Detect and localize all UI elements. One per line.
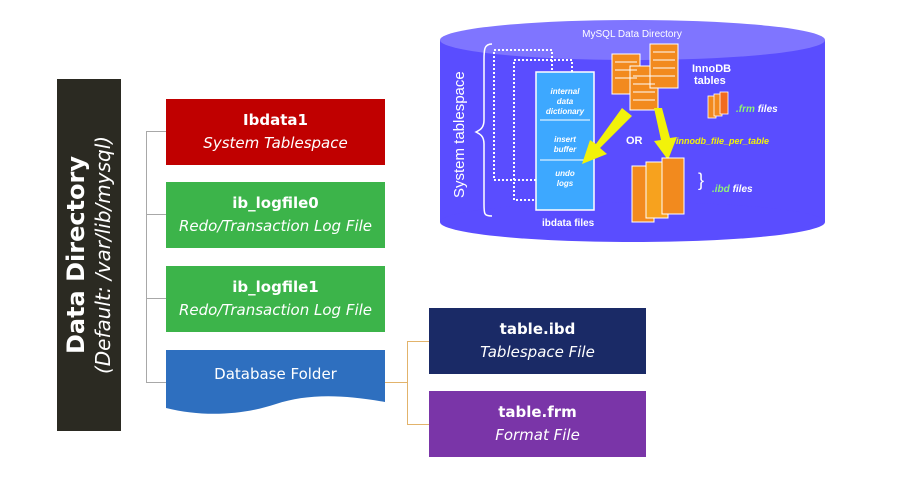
innodb-table-docs bbox=[611, 43, 679, 111]
diagram-title: MySQL Data Directory bbox=[582, 29, 682, 40]
frm-files-label: .frm files bbox=[736, 104, 778, 115]
table-ibd-desc: Tablespace File bbox=[480, 343, 595, 361]
frm-file-icons bbox=[707, 91, 729, 119]
ibd-word: files bbox=[733, 184, 753, 195]
ibdata-item-3: dictionary bbox=[546, 107, 585, 116]
tree-trunk-line bbox=[146, 131, 147, 383]
arrow-to-ibdata bbox=[582, 108, 632, 164]
ibd-ext: .ibd bbox=[712, 184, 731, 195]
banner-title: Data Directory bbox=[62, 155, 90, 355]
mysql-data-directory-diagram: MySQL Data Directory System tablespace i… bbox=[440, 20, 825, 242]
ib-logfile1-desc: Redo/Transaction Log File bbox=[178, 301, 373, 319]
branch-line-log1 bbox=[146, 298, 166, 299]
branch-line-folder bbox=[146, 382, 166, 383]
database-folder-label: Database Folder bbox=[214, 365, 337, 383]
tablespace-brace bbox=[474, 43, 493, 217]
ibd-files-label: .ibd files bbox=[712, 184, 753, 195]
ibdata-item-7: logs bbox=[557, 179, 574, 188]
ibdata1-box: Ibdata1 System Tablespace bbox=[166, 99, 385, 165]
ibdata1-name: Ibdata1 bbox=[243, 111, 308, 129]
branch-line-log0 bbox=[146, 214, 166, 215]
ib-logfile0-box: ib_logfile0 Redo/Transaction Log File bbox=[166, 182, 385, 248]
table-frm-box: table.frm Format File bbox=[429, 391, 646, 457]
folder-connector-line bbox=[385, 382, 407, 383]
database-folder-shape bbox=[166, 350, 385, 414]
file-per-table-label: innodb_file_per_table bbox=[676, 136, 769, 146]
ibdata-item-4: insert bbox=[554, 135, 576, 144]
or-label: OR bbox=[626, 135, 643, 147]
ibdata-item-6: undo bbox=[555, 169, 575, 178]
data-directory-banner: Data Directory (Default: /var/lib/mysql) bbox=[57, 79, 121, 431]
ib-logfile0-name: ib_logfile0 bbox=[232, 194, 319, 212]
banner-subtitle: (Default: /var/lib/mysql) bbox=[91, 135, 115, 375]
frm-word: files bbox=[758, 104, 778, 115]
table-ibd-box: table.ibd Tablespace File bbox=[429, 308, 646, 374]
ibdata-page-front bbox=[535, 71, 595, 211]
ib-logfile1-box: ib_logfile1 Redo/Transaction Log File bbox=[166, 266, 385, 332]
system-tablespace-label: System tablespace bbox=[451, 71, 468, 198]
innodb-label: InnoDB bbox=[692, 63, 731, 75]
ibdata-item-1: internal bbox=[551, 87, 581, 96]
tables-label: tables bbox=[694, 75, 726, 87]
table-frm-name: table.frm bbox=[498, 403, 577, 421]
ibdata-files-label: ibdata files bbox=[542, 218, 595, 229]
banner-text: Data Directory (Default: /var/lib/mysql) bbox=[62, 136, 116, 374]
ibdata-page-back bbox=[493, 49, 553, 181]
ibdata1-desc: System Tablespace bbox=[203, 134, 348, 152]
database-folder-box: Database Folder bbox=[166, 350, 385, 416]
branch-line-frm bbox=[407, 424, 429, 425]
table-frm-desc: Format File bbox=[495, 426, 580, 444]
folder-tree-line bbox=[407, 341, 408, 424]
branch-line-ibdata bbox=[146, 131, 166, 132]
branch-line-ibd bbox=[407, 341, 429, 342]
ibdata-item-5: buffer bbox=[554, 145, 577, 154]
ibdata-item-2: data bbox=[557, 97, 574, 106]
frm-ext: .frm bbox=[736, 104, 755, 115]
arrow-to-ibd bbox=[654, 108, 677, 160]
ib-logfile0-desc: Redo/Transaction Log File bbox=[178, 217, 373, 235]
table-ibd-name: table.ibd bbox=[499, 320, 576, 338]
ib-logfile1-name: ib_logfile1 bbox=[232, 278, 319, 296]
cylinder-top bbox=[440, 20, 825, 60]
ibd-file-icons bbox=[631, 157, 685, 223]
ibd-brace: } bbox=[698, 170, 704, 190]
